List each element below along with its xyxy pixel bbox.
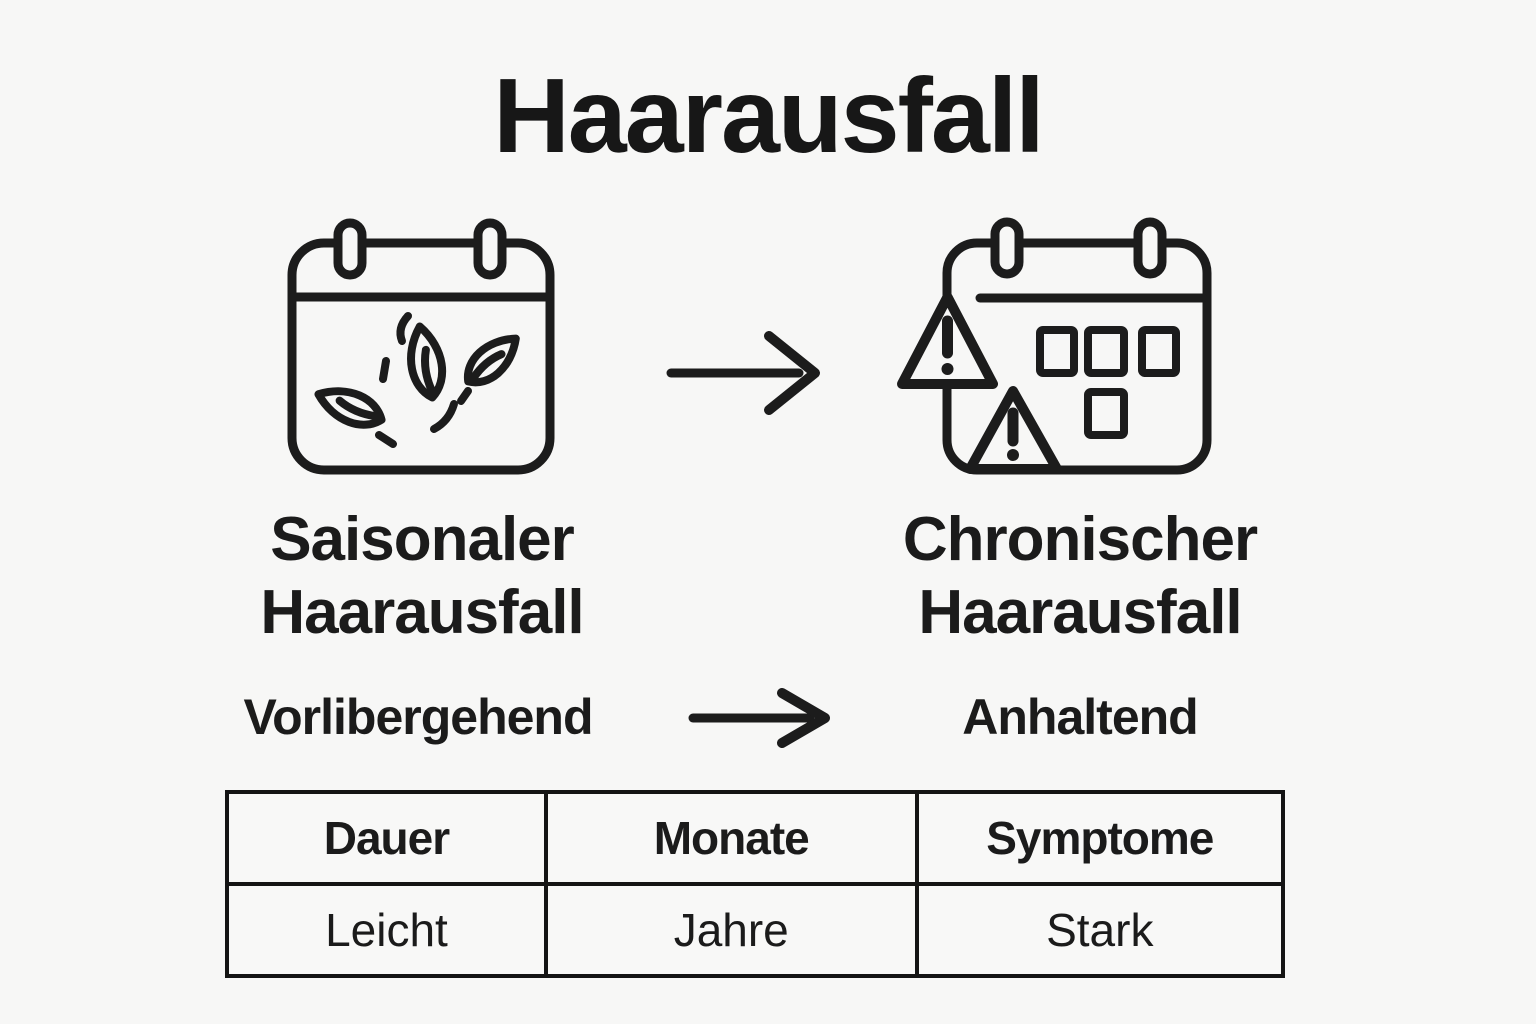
table-header-symptome: Symptome <box>914 790 1286 886</box>
chronic-label-line1: Chronischer <box>902 505 1258 574</box>
right-arrow-icon <box>665 328 825 418</box>
chronic-label-line2: Haarausfall <box>918 577 1242 647</box>
table-cell-monate-value: Jahre <box>543 882 919 978</box>
seasonal-label: Saisonaler Haarausfall <box>122 504 722 649</box>
comparison-table: Dauer Monate Symptome Leicht Jahre Stark <box>225 790 1286 978</box>
table-header-monate: Monate <box>543 790 919 886</box>
seasonal-label-line1: Saisonaler <box>270 505 575 574</box>
seasonal-duration-label: Vorlibergehend <box>243 689 593 745</box>
chronic-duration-label: Anhaltend <box>962 689 1198 745</box>
right-arrow-icon-small <box>688 688 838 748</box>
table-cell-dauer-value: Leicht <box>225 882 548 978</box>
table-header-dauer: Dauer <box>225 790 548 886</box>
table-cell-symptome-value: Stark <box>914 882 1286 978</box>
calendar-warning-icon <box>878 208 1218 488</box>
table-row: Leicht Jahre Stark <box>225 882 1286 978</box>
chronic-label: Chronischer Haarausfall <box>780 504 1380 649</box>
table-header-row: Dauer Monate Symptome <box>225 790 1286 886</box>
calendar-leaves-icon <box>278 208 568 488</box>
seasonal-label-line2: Haarausfall <box>260 577 584 647</box>
page-title: Haarausfall <box>493 57 1045 175</box>
